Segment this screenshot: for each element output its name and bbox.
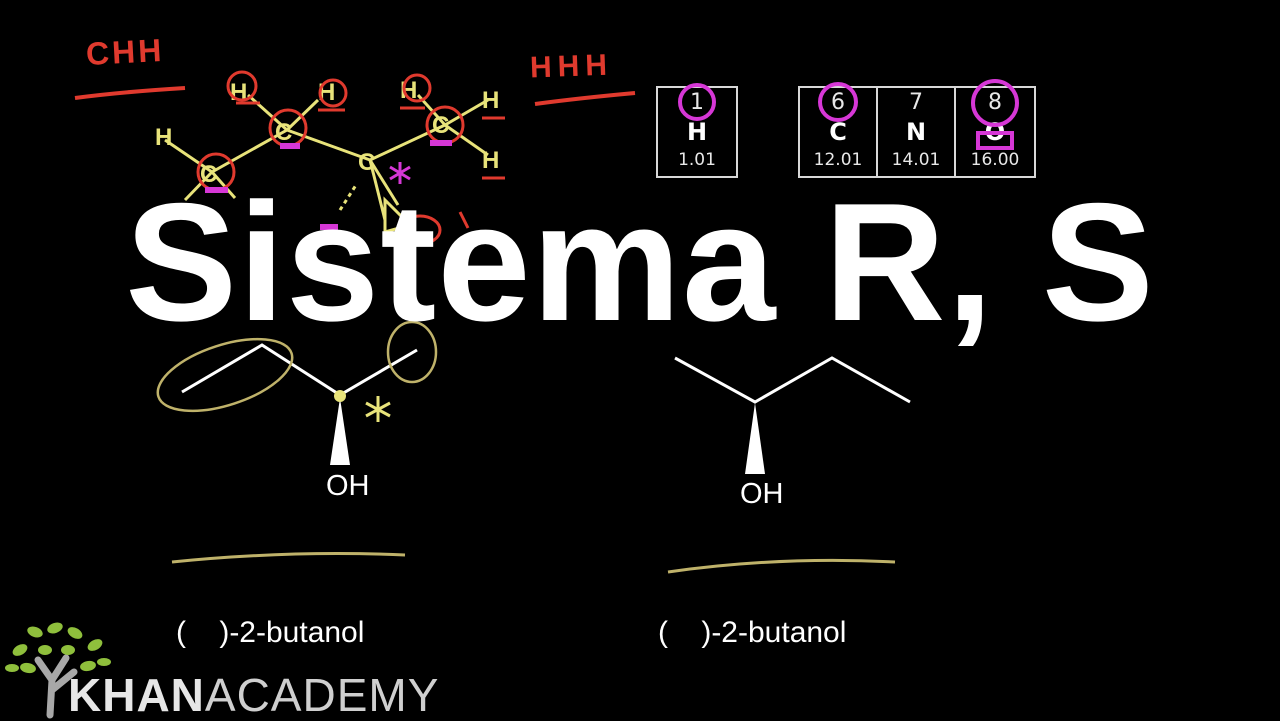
video-title: Sistema R, S [125,168,1155,356]
left-skeletal-structure [156,320,438,564]
element-symbol: H [686,118,708,146]
element-symbol: N [905,118,927,146]
magenta-circle-c [818,82,858,122]
svg-text:H: H [482,87,499,114]
atomic-mass: 14.01 [891,150,941,170]
right-molecule-name: ( )-2-butanol [658,616,847,649]
atomic-number: 7 [909,90,923,115]
right-skeletal-structure [667,356,911,574]
atomic-number: 6 [831,90,845,115]
magenta-mark-o [976,131,1014,150]
periodic-tile-nitrogen: 7 N 14.01 [878,88,956,176]
atomic-number: 8 [988,90,1002,115]
atomic-mass: 1.01 [678,150,716,170]
svg-text:H: H [482,147,499,174]
magenta-circle-o [971,79,1019,127]
red-underline-right [534,91,636,106]
logo-text-light: ACADEMY [204,669,440,721]
logo-text-bold: KHAN [68,669,205,721]
svg-text:C: C [200,161,217,188]
periodic-tiles-c-n-o: 6 C 12.01 7 N 14.01 8 O 16.00 [798,86,1036,178]
molecule-sketch [164,93,489,234]
atomic-number: 1 [690,90,704,115]
svg-text:H: H [155,124,172,151]
red-underline-left [74,86,186,100]
right-hydroxyl-label: OH [740,478,784,510]
svg-text:C: C [432,112,449,139]
element-symbol: C [829,118,847,146]
periodic-tile-carbon: 6 C 12.01 [800,88,878,176]
left-molecule-name: ( )-2-butanol [176,616,365,649]
atomic-mass: 16.00 [970,150,1020,170]
periodic-tile-hydrogen: 1 H 1.01 [656,86,738,178]
tree-icon [5,622,111,719]
left-hydroxyl-label: OH [326,470,370,502]
atomic-mass: 12.01 [813,150,863,170]
magenta-circle-h [678,83,716,121]
magenta-asterisk [389,162,411,184]
khan-academy-logo: KHANACADEMY [68,672,439,718]
red-dashes [236,101,505,229]
svg-text:C: C [358,149,375,176]
svg-text:C: C [275,119,292,146]
magenta-marks [205,140,452,230]
